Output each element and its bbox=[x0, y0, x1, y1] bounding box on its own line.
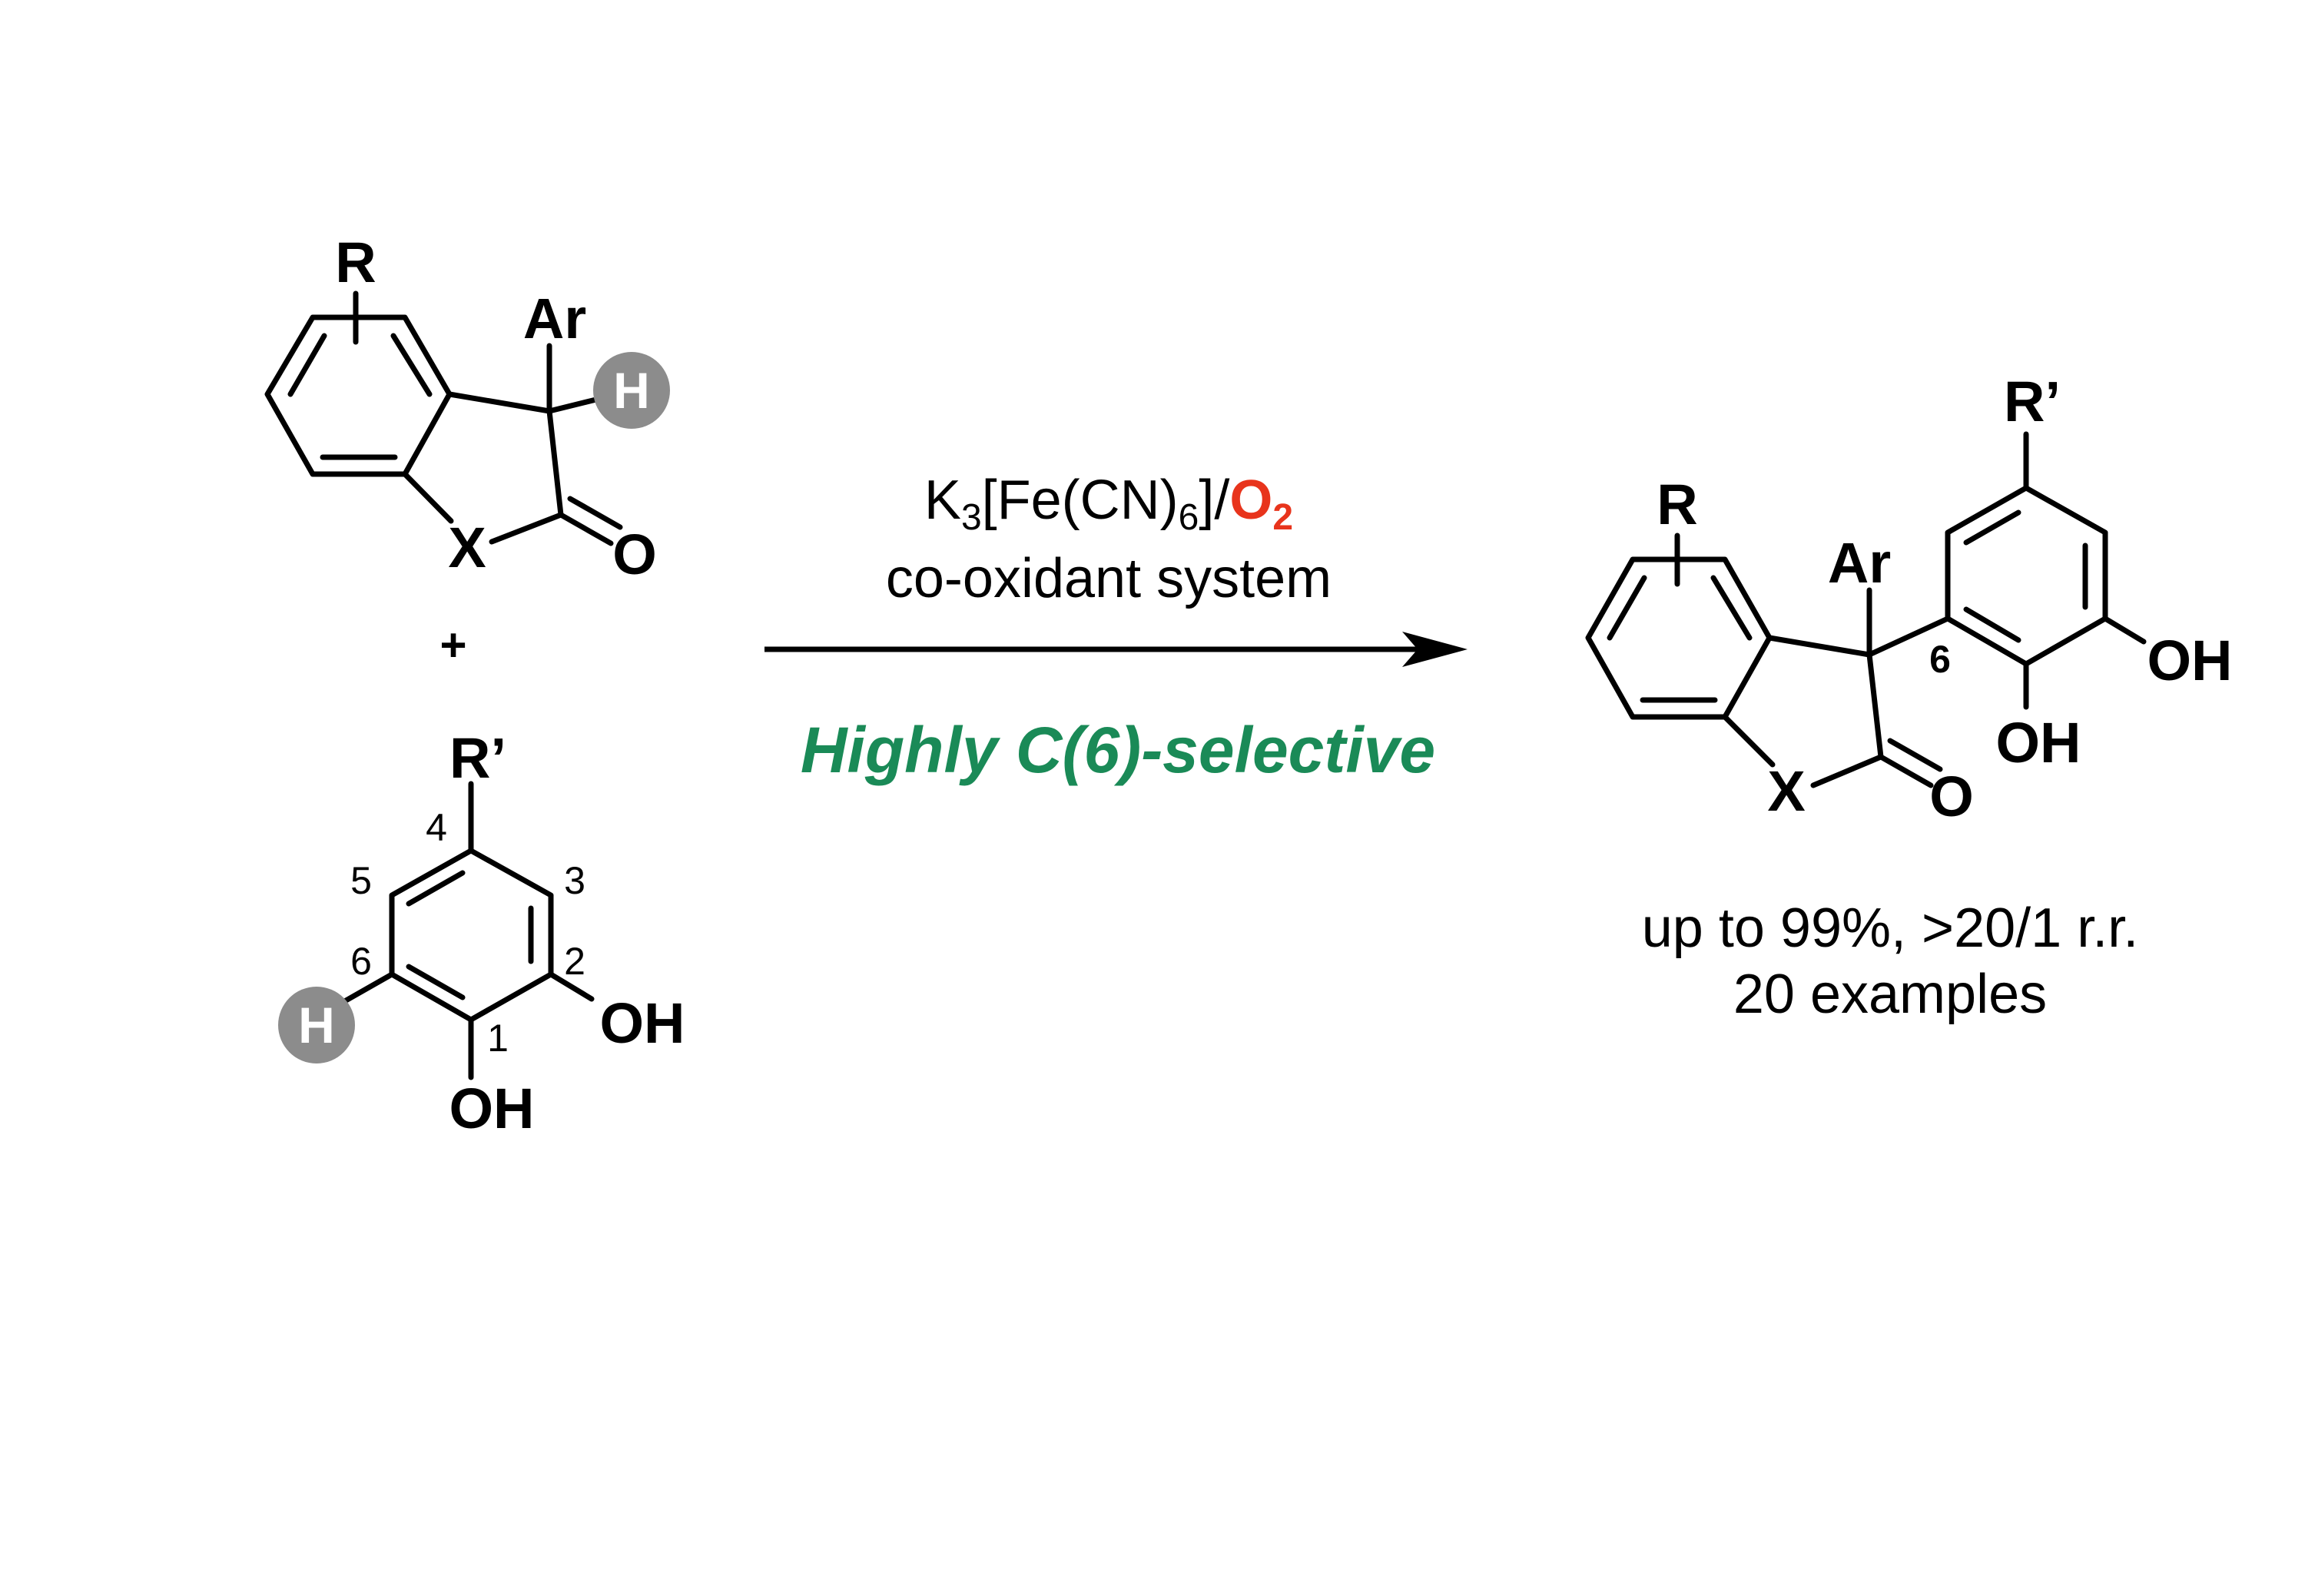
reactant-2-structure: H R’ OH OH 1 2 3 4 5 6 bbox=[278, 726, 685, 1140]
reactant-1-r-label: R bbox=[335, 231, 376, 294]
reactant-1-double-bond-inner-1 bbox=[390, 333, 433, 397]
product-oh-right-bond bbox=[2102, 616, 2147, 645]
reactant-2-position-6: 6 bbox=[350, 940, 372, 983]
reactant-2-position-4: 4 bbox=[426, 806, 447, 849]
reactant-2-oh-c2-label: OH bbox=[600, 991, 685, 1055]
product-position-6-label: 6 bbox=[1929, 638, 1951, 681]
reactant-1-double-bond-inner-2 bbox=[287, 333, 327, 397]
reaction-arrow-head bbox=[1402, 632, 1468, 667]
reactant-2-position-5: 5 bbox=[350, 859, 372, 902]
reactant-2-position-3: 3 bbox=[564, 859, 585, 902]
product-bond-c3-c2 bbox=[1866, 652, 1884, 760]
reactant-2-h-bond bbox=[339, 971, 395, 1006]
product-carbonyl-bond-1 bbox=[1878, 754, 1934, 788]
reactant-1-bond-x-c7a bbox=[402, 471, 454, 524]
reactant-1-o-label: O bbox=[612, 523, 657, 586]
product-catechol-ring bbox=[1945, 485, 2108, 667]
reactant-1-x-label: X bbox=[448, 516, 486, 579]
product-oh-right-label: OH bbox=[2147, 629, 2233, 692]
reactant-2-oh-c2-bond bbox=[548, 971, 595, 1002]
product-catechol-double-3 bbox=[1963, 606, 2021, 643]
product-oh-bottom-label: OH bbox=[1996, 711, 2081, 775]
results-examples-label: 20 examples bbox=[1733, 964, 2047, 1025]
reactant-1-carbonyl-bond-2 bbox=[567, 496, 623, 530]
reactant-2-benzene-ring bbox=[389, 848, 554, 1023]
product-catechol-double-1 bbox=[1963, 509, 2021, 546]
product-bond-c3a-c3 bbox=[1766, 635, 1872, 658]
reactant-1-structure: H R Ar X O bbox=[264, 231, 670, 586]
reactant-2-double-bond-inner-3 bbox=[406, 964, 466, 1000]
product-r-label: R bbox=[1657, 473, 1697, 536]
reactant-2-hydrogen-label: H bbox=[298, 997, 335, 1053]
reactant-2-position-1: 1 bbox=[487, 1017, 509, 1060]
product-x-label: X bbox=[1767, 759, 1805, 823]
product-double-bond-inner-2 bbox=[1607, 575, 1647, 641]
reactant-2-double-bond-inner-1 bbox=[406, 870, 466, 907]
reactant-2-r-prime-label: R’ bbox=[449, 726, 506, 790]
product-structure: R Ar X O R’ OH OH 6 bbox=[1585, 370, 2233, 828]
reactant-1-h-highlight-circle bbox=[593, 352, 670, 429]
reactant-1-ar-label: Ar bbox=[523, 287, 586, 350]
reactant-2-position-2: 2 bbox=[564, 940, 585, 983]
product-bond-c3-aryl bbox=[1866, 616, 1951, 658]
product-bond-x-c7a bbox=[1722, 714, 1776, 768]
product-ar-label: Ar bbox=[1828, 531, 1891, 595]
reaction-conditions: K3[Fe(CN)6]/O2 co-oxidant system Highly … bbox=[764, 470, 1468, 786]
product-double-bond-inner-1 bbox=[1710, 575, 1753, 641]
reactant-2-oh-c1-label: OH bbox=[449, 1077, 535, 1140]
plus-sign: + bbox=[439, 619, 466, 671]
reactant-2-h-highlight-circle bbox=[278, 987, 355, 1063]
product-carbonyl-bond-2 bbox=[1887, 738, 1943, 772]
product-o-label: O bbox=[1929, 765, 1974, 828]
reactant-1-bond-c2-x bbox=[489, 512, 564, 545]
reactant-1-hydrogen-label: H bbox=[613, 362, 650, 419]
co-oxidant-label: co-oxidant system bbox=[886, 548, 1332, 609]
results-yield-label: up to 99%, >20/1 r.r. bbox=[1642, 898, 2138, 959]
reagent-label: K3[Fe(CN)6]/O2 bbox=[924, 470, 1293, 538]
reactant-1-carbonyl-bond-1 bbox=[558, 512, 614, 546]
product-bond-c2-x bbox=[1810, 754, 1884, 788]
reactant-1-bond-c3-c2 bbox=[546, 408, 564, 518]
selectivity-label: Highly C(6)-selective bbox=[801, 714, 1435, 786]
product-r-prime-label: R’ bbox=[2004, 370, 2061, 433]
reactant-1-bond-c3a-c3 bbox=[446, 391, 552, 414]
